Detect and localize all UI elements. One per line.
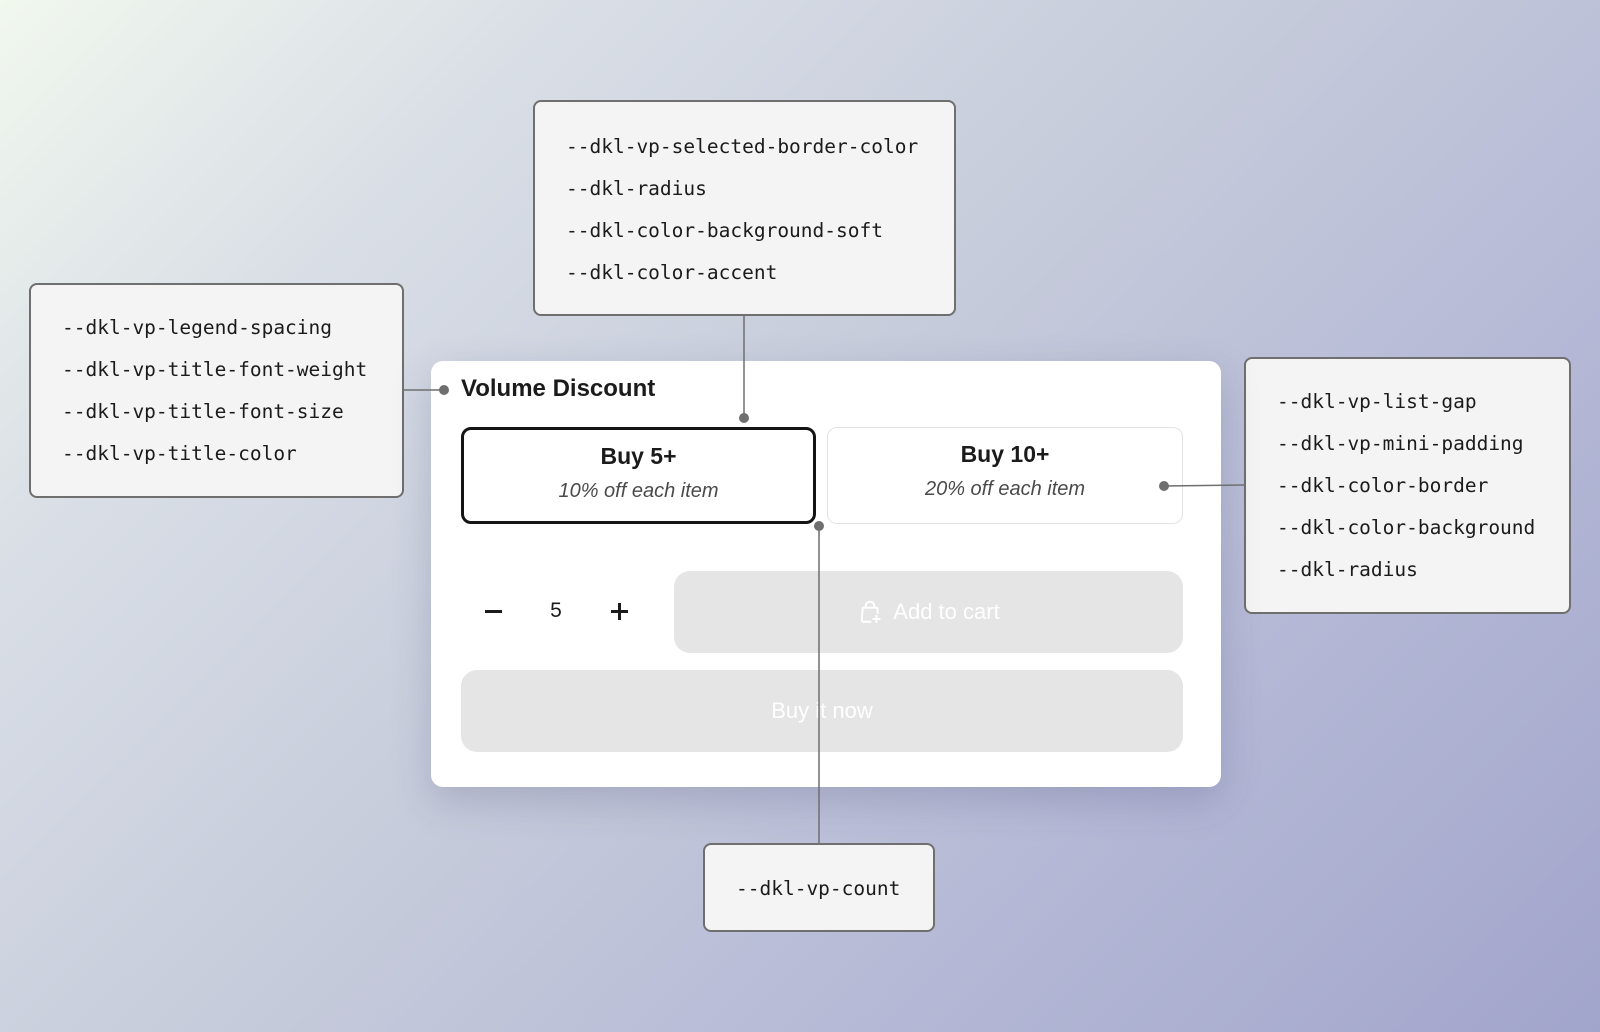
css-variable-label: --dkl-radius [566,177,707,200]
widget-title: Volume Discount [461,375,656,402]
css-variable-label: --dkl-vp-title-font-weight [62,358,368,381]
variable-list: --dkl-vp-legend-spacing --dkl-vp-title-f… [62,307,402,475]
css-variable-label: --dkl-color-accent [566,261,778,284]
minus-icon[interactable] [461,571,525,651]
css-variable-label: --dkl-vp-title-color [62,442,297,465]
css-variable-label: --dkl-color-background [1277,516,1536,539]
add-to-cart-label: Add to cart [893,599,1000,624]
css-variable-label: --dkl-vp-mini-padding [1277,432,1524,455]
plus-icon[interactable] [587,571,651,651]
add-to-cart-button[interactable]: Add to cart [674,571,1183,653]
variable-list: --dkl-vp-selected-border-color --dkl-rad… [566,126,954,294]
option-subtitle: 10% off each item [558,480,719,502]
css-variable-label: --dkl-color-border [1277,474,1489,497]
variable-list: --dkl-vp-list-gap --dkl-vp-mini-padding … [1277,381,1569,591]
variable-list: --dkl-vp-count [736,868,933,910]
option-title: Buy 5+ [600,443,677,469]
css-variable-label: --dkl-vp-title-font-size [62,400,344,423]
shopping-bag-plus-icon [861,600,882,624]
css-variable-label: --dkl-vp-list-gap [1277,390,1477,413]
callout-count-variables: --dkl-vp-count [703,843,935,932]
css-variable-label: --dkl-vp-count [736,877,901,900]
discount-option-buy-10[interactable]: Buy 10+ 20% off each item [827,427,1183,524]
callout-title-variables: --dkl-vp-legend-spacing --dkl-vp-title-f… [29,283,404,498]
buy-it-now-button[interactable]: Buy it now [461,670,1183,752]
css-variable-label: --dkl-vp-legend-spacing [62,316,333,339]
quantity-stepper: 5 [461,571,651,651]
callout-selected-option-variables: --dkl-vp-selected-border-color --dkl-rad… [533,100,956,316]
css-variable-label: --dkl-color-background-soft [566,219,883,242]
css-variable-label: --dkl-vp-selected-border-color [566,135,919,158]
discount-option-buy-5[interactable]: Buy 5+ 10% off each item [461,427,816,524]
volume-discount-widget: Volume Discount Buy 5+ 10% off each item… [431,361,1221,787]
quantity-value[interactable]: 5 [550,599,562,622]
css-variable-label: --dkl-radius [1277,558,1418,581]
option-subtitle: 20% off each item [924,478,1086,500]
callout-option-variables: --dkl-vp-list-gap --dkl-vp-mini-padding … [1244,357,1571,614]
option-title: Buy 10+ [960,441,1050,467]
